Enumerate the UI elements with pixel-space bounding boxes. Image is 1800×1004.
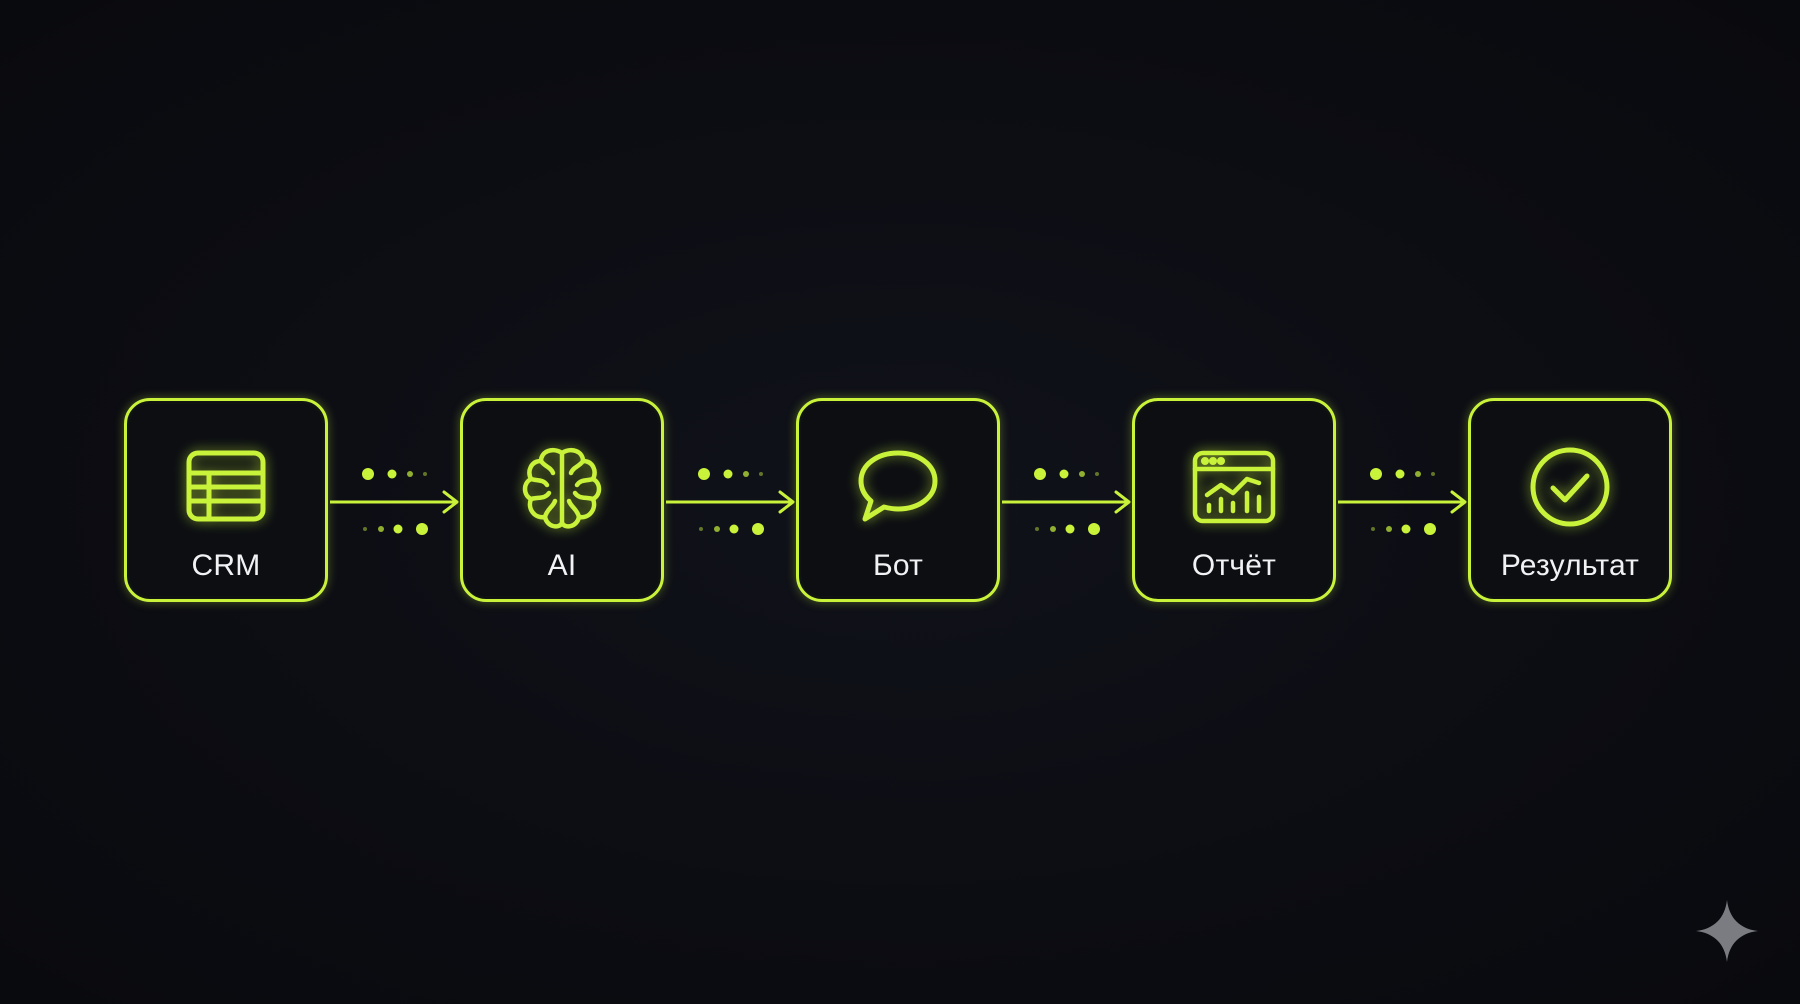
node-report: Отчёт	[1132, 398, 1336, 602]
connector-arrow	[666, 460, 796, 540]
node-bot: Бот	[796, 398, 1000, 602]
node-crm: CRM	[124, 398, 328, 602]
brain-icon	[517, 443, 607, 533]
report-chart-icon	[1189, 443, 1279, 533]
table-icon	[181, 443, 271, 533]
node-label: CRM	[191, 549, 261, 582]
connector-arrow	[1002, 460, 1132, 540]
connector-arrow	[330, 460, 460, 540]
sparkle-icon	[1694, 898, 1760, 964]
node-label: Результат	[1500, 549, 1640, 582]
chat-bubble-icon	[853, 443, 943, 533]
node-label: Бот	[872, 549, 924, 582]
node-result: Результат	[1468, 398, 1672, 602]
check-circle-icon	[1525, 443, 1615, 533]
node-label: AI	[547, 549, 577, 582]
connector-arrow	[1338, 460, 1468, 540]
node-ai: AI	[460, 398, 664, 602]
node-label: Отчёт	[1191, 549, 1277, 582]
